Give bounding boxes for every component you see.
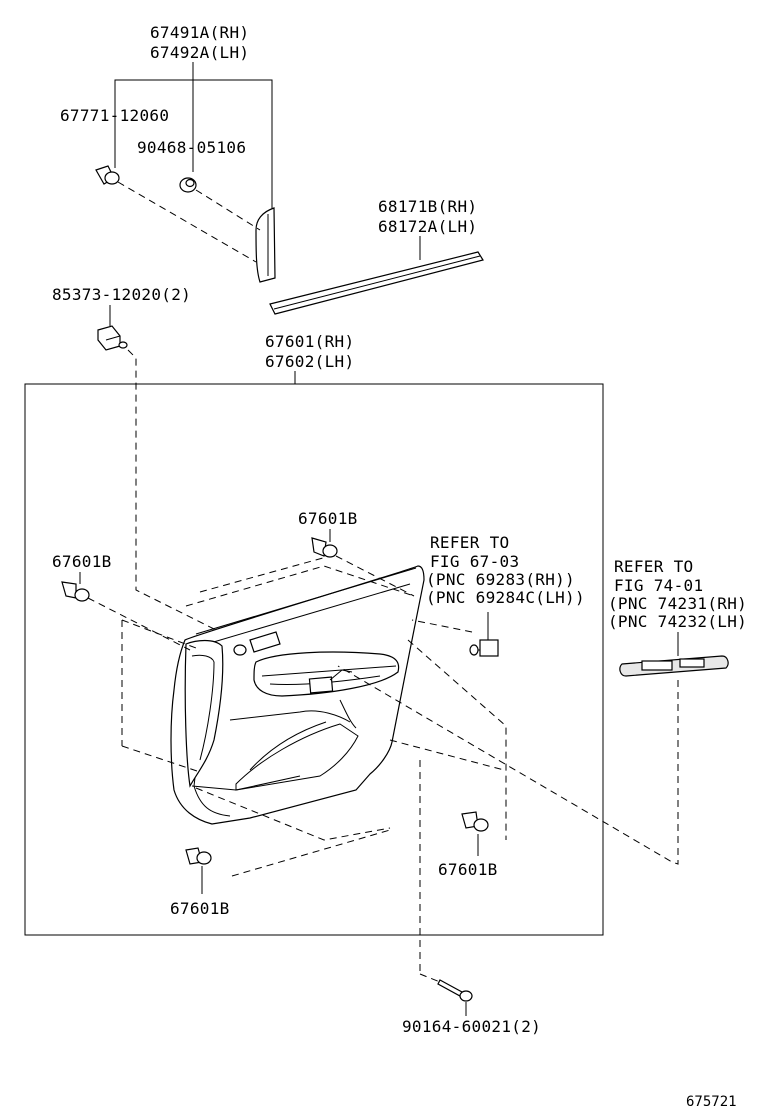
ref2-line4: (PNC 74232(LH) [608, 612, 747, 631]
label-clip-left: 67601B [52, 552, 112, 571]
dash-panel-bottom-b [231, 829, 391, 877]
label-cushion: 85373-12020(2) [52, 285, 191, 304]
dash-clip-top [335, 555, 415, 597]
cushion-part [97, 325, 128, 351]
dash-cushion [127, 349, 241, 643]
label-clip-bottom: 67601B [170, 899, 230, 918]
dash-panel-right-b [389, 739, 505, 771]
clip-a-part [95, 165, 120, 185]
dash-panel-top-b [199, 555, 331, 593]
ref2-line3: (PNC 74231(RH) [608, 594, 747, 613]
weatherstrip-part [269, 251, 484, 315]
ref2-line2: FIG 74-01 [614, 576, 703, 595]
dash-screw-b [419, 973, 441, 983]
label-garnish-rh: 67491A(RH) [150, 23, 249, 42]
dash-panel-left-b [121, 745, 201, 773]
label-clip-a: 67771-12060 [60, 106, 169, 125]
dash-panel-left-c [121, 619, 197, 649]
label-clip-b: 90468-05106 [137, 138, 246, 157]
dash-panel-top-a [185, 565, 415, 607]
panel-frame [24, 383, 604, 936]
label-clip-top: 67601B [298, 509, 358, 528]
figure-code: 675721 [686, 1094, 737, 1110]
screw-part [437, 979, 473, 1002]
label-panel-lh: 67602(LH) [265, 352, 354, 371]
ref1-line1: REFER TO [430, 533, 509, 552]
ref1-line4: (PNC 69284C(LH)) [426, 588, 585, 607]
ref1-line2: FIG 67-03 [430, 552, 519, 571]
ref1-line3: (PNC 69283(RH)) [426, 570, 575, 589]
dash-clip-left [87, 597, 191, 651]
dash-panel-right [407, 639, 507, 840]
dash-clip-a [117, 181, 257, 263]
garnish-part [255, 207, 276, 283]
dash-clip-b [195, 189, 261, 231]
clip-b-part [179, 177, 197, 193]
clip-bottom-part [185, 847, 212, 865]
label-garnish-lh: 67492A(LH) [150, 43, 249, 62]
dash-panel-bottom [195, 787, 391, 841]
clip-left-part [61, 581, 90, 602]
label-screw: 90164-60021(2) [402, 1017, 541, 1036]
label-weatherstrip-rh: 68171B(RH) [378, 197, 477, 216]
dash-ref2 [337, 665, 679, 865]
label-panel-rh: 67601(RH) [265, 332, 354, 351]
dash-ref1 [411, 619, 473, 633]
label-clip-right: 67601B [438, 860, 498, 879]
clip-right-part [461, 811, 489, 832]
door-panel-part [170, 565, 425, 825]
window-switch-part [619, 655, 729, 677]
ref2-line1: REFER TO [614, 557, 693, 576]
label-weatherstrip-lh: 68172A(LH) [378, 217, 477, 236]
clip-top-part [311, 537, 338, 558]
courtesy-lamp-part [469, 639, 499, 657]
